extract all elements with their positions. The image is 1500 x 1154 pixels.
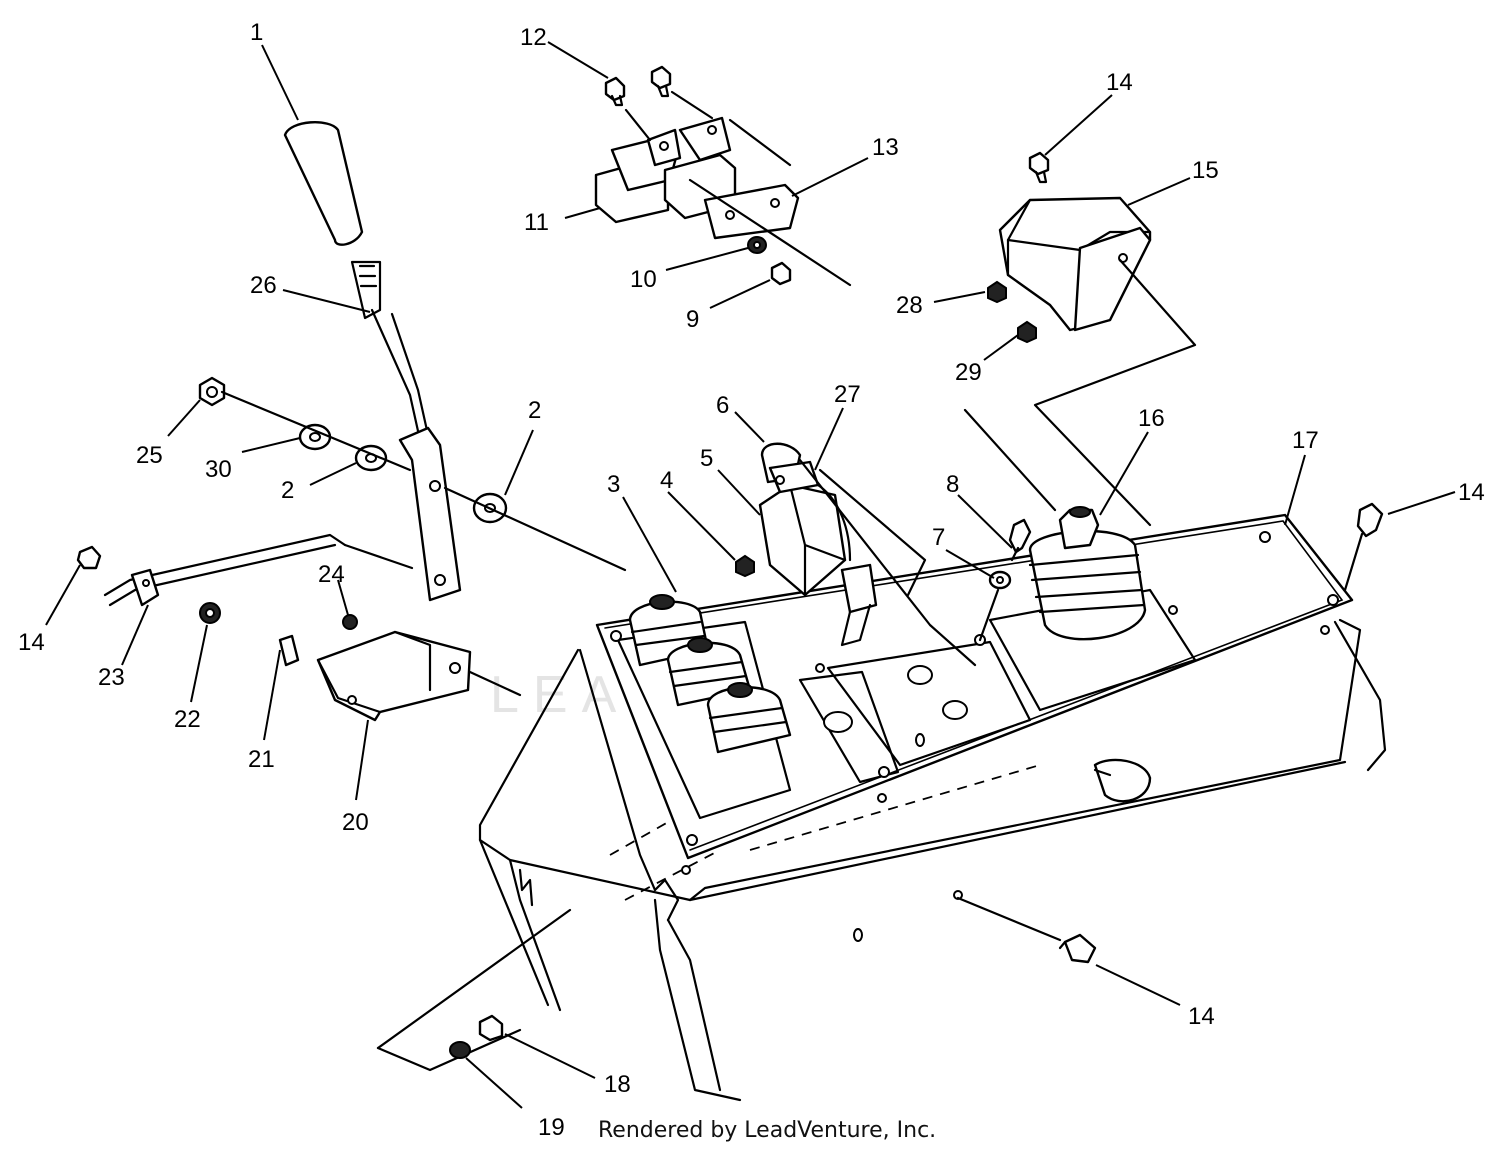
callout-leaders	[45, 41, 1456, 1109]
callout-18: 18	[604, 1071, 631, 1098]
lower-bracket	[376, 908, 572, 1072]
cable-assembly	[76, 533, 414, 624]
callout-9: 9	[686, 306, 699, 333]
callout-22: 22	[174, 706, 201, 733]
callout-28: 28	[896, 292, 923, 319]
relay-assembly	[594, 65, 852, 287]
lever-assembly	[283, 121, 462, 602]
callout-30: 30	[205, 456, 232, 483]
callout-10: 10	[630, 266, 657, 293]
lever-hardware	[198, 376, 627, 572]
toggle-boots	[628, 594, 792, 754]
dash-housing	[478, 618, 1387, 1102]
callout-21: 21	[248, 746, 275, 773]
callout-2: 2	[528, 397, 541, 424]
callout-7: 7	[932, 524, 945, 551]
callout-26: 26	[250, 272, 277, 299]
callout-14: 14	[1458, 479, 1485, 506]
large-boot	[1028, 506, 1147, 641]
callout-14: 14	[1106, 69, 1133, 96]
callout-13: 13	[872, 134, 899, 161]
callout-2: 2	[281, 477, 294, 504]
callout-12: 12	[520, 24, 547, 51]
key-switch	[735, 442, 977, 667]
callout-25: 25	[136, 442, 163, 469]
callout-19: 19	[538, 1114, 565, 1141]
callout-14: 14	[1188, 1003, 1215, 1030]
callout-29: 29	[955, 359, 982, 386]
callout-8: 8	[946, 471, 959, 498]
control-panel-plate	[595, 513, 1354, 942]
callout-14: 14	[18, 629, 45, 656]
callout-1: 1	[250, 19, 263, 46]
render-credit: Rendered by LeadVenture, Inc.	[598, 1118, 937, 1143]
callout-23: 23	[98, 664, 125, 691]
lever-bracket	[278, 614, 522, 722]
callout-24: 24	[318, 561, 345, 588]
callout-6: 6	[716, 392, 729, 419]
callout-15: 15	[1192, 157, 1219, 184]
callout-labels: 1 26 25 30 2 2 14 23 22 21 24 20 12 11 1…	[18, 19, 1485, 1141]
callout-5: 5	[700, 445, 713, 472]
relay-box	[963, 151, 1197, 527]
panel-bolts	[956, 502, 1384, 964]
callout-4: 4	[660, 467, 673, 494]
callout-20: 20	[342, 809, 369, 836]
callout-27: 27	[834, 381, 861, 408]
callout-11: 11	[524, 209, 549, 236]
callout-16: 16	[1138, 405, 1165, 432]
callout-17: 17	[1292, 427, 1319, 454]
callout-3: 3	[607, 471, 620, 498]
